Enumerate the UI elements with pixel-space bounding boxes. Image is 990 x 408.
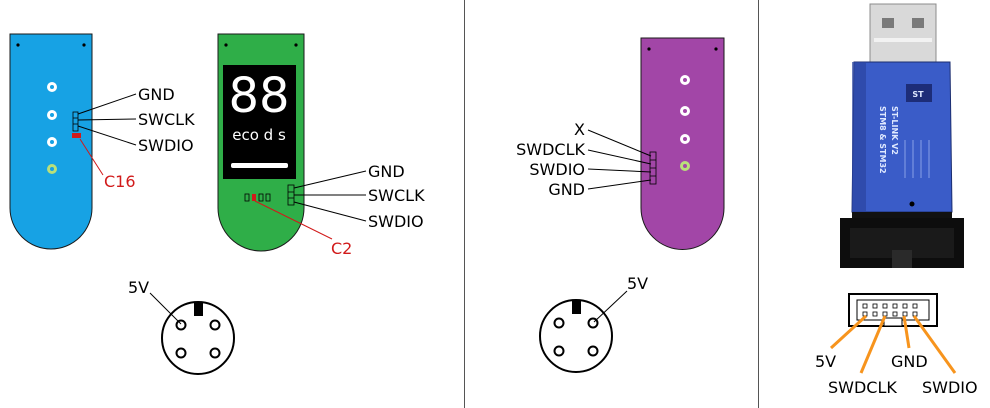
pin-label-swclk: SWCLK	[368, 186, 425, 205]
stlink-body-shade	[852, 62, 866, 212]
connector-5v-left	[150, 293, 234, 374]
pad-hole	[50, 167, 54, 171]
connector-pin	[589, 347, 598, 356]
connector-pin	[211, 349, 220, 358]
pad-hole	[683, 137, 687, 141]
pin-label-swdio: SWDIO	[529, 160, 585, 179]
mount-hole	[16, 43, 19, 46]
pin-label-gnd: GND	[368, 162, 405, 181]
header-label-swdio: SWDIO	[922, 378, 978, 397]
stlink-title: ST-LINK V2	[890, 106, 899, 155]
connector-label-5v: 5V	[128, 278, 149, 297]
header-key	[884, 318, 902, 326]
header-label-5v: 5V	[815, 352, 836, 371]
display-modes: eco d s	[232, 126, 286, 144]
stlink-led	[910, 202, 915, 207]
stlink-dongle: ST ST-LINK V2 STM8 & STM32	[840, 4, 964, 268]
connector-5v-middle	[540, 291, 627, 372]
header-label-gnd: GND	[891, 352, 928, 371]
connector-pin	[177, 321, 186, 330]
pad-hole	[683, 109, 687, 113]
connector-key	[194, 302, 203, 316]
pad-hole	[683, 78, 687, 82]
header-label-swdclk: SWDCLK	[828, 378, 897, 397]
connector-key	[572, 300, 581, 314]
mount-hole	[294, 43, 297, 46]
connector-pin	[177, 349, 186, 358]
component-label-c2: C2	[331, 239, 352, 258]
connector-leader	[594, 291, 627, 322]
pin-label-swdio: SWDIO	[368, 212, 424, 231]
pin-label-gnd: GND	[138, 85, 175, 104]
usb-plug-shine	[874, 38, 932, 42]
usb-plug	[870, 4, 936, 62]
mount-hole	[714, 47, 717, 50]
connector-pin	[211, 321, 220, 330]
component-c2-marker	[252, 194, 256, 201]
display-digits: 88	[228, 68, 289, 124]
mount-hole	[82, 43, 85, 46]
purple-board	[641, 38, 724, 249]
mount-hole	[647, 47, 650, 50]
pad-hole	[50, 85, 54, 89]
connector-label-5v: 5V	[627, 274, 648, 293]
display-bar	[231, 163, 288, 168]
blue-board	[10, 34, 92, 249]
usb-plug-tab	[882, 18, 894, 28]
pin-label-swclk: SWCLK	[138, 110, 195, 129]
stlink-body	[852, 62, 952, 212]
pin-label-swdio: SWDIO	[138, 136, 194, 155]
connector-pin	[555, 347, 564, 356]
mount-hole	[224, 43, 227, 46]
stlink-header-notch	[892, 250, 912, 268]
pin-label-gnd: GND	[548, 180, 585, 199]
purple-board-body	[641, 38, 724, 249]
stlink-subtitle: STM8 & STM32	[878, 106, 887, 174]
st-logo-text: ST	[912, 90, 924, 99]
component-c16-marker	[72, 133, 81, 138]
component-label-c16: C16	[104, 172, 136, 191]
pad-hole	[683, 164, 687, 168]
usb-plug-tab	[912, 18, 924, 28]
pad-hole	[50, 113, 54, 117]
header-inner	[857, 300, 929, 320]
green-board-leaders	[294, 171, 366, 221]
pin-label-x: X	[574, 120, 585, 139]
connector-pin	[555, 319, 564, 328]
pin-label-swdclk: SWDCLK	[516, 140, 585, 159]
pad-hole	[50, 140, 54, 144]
